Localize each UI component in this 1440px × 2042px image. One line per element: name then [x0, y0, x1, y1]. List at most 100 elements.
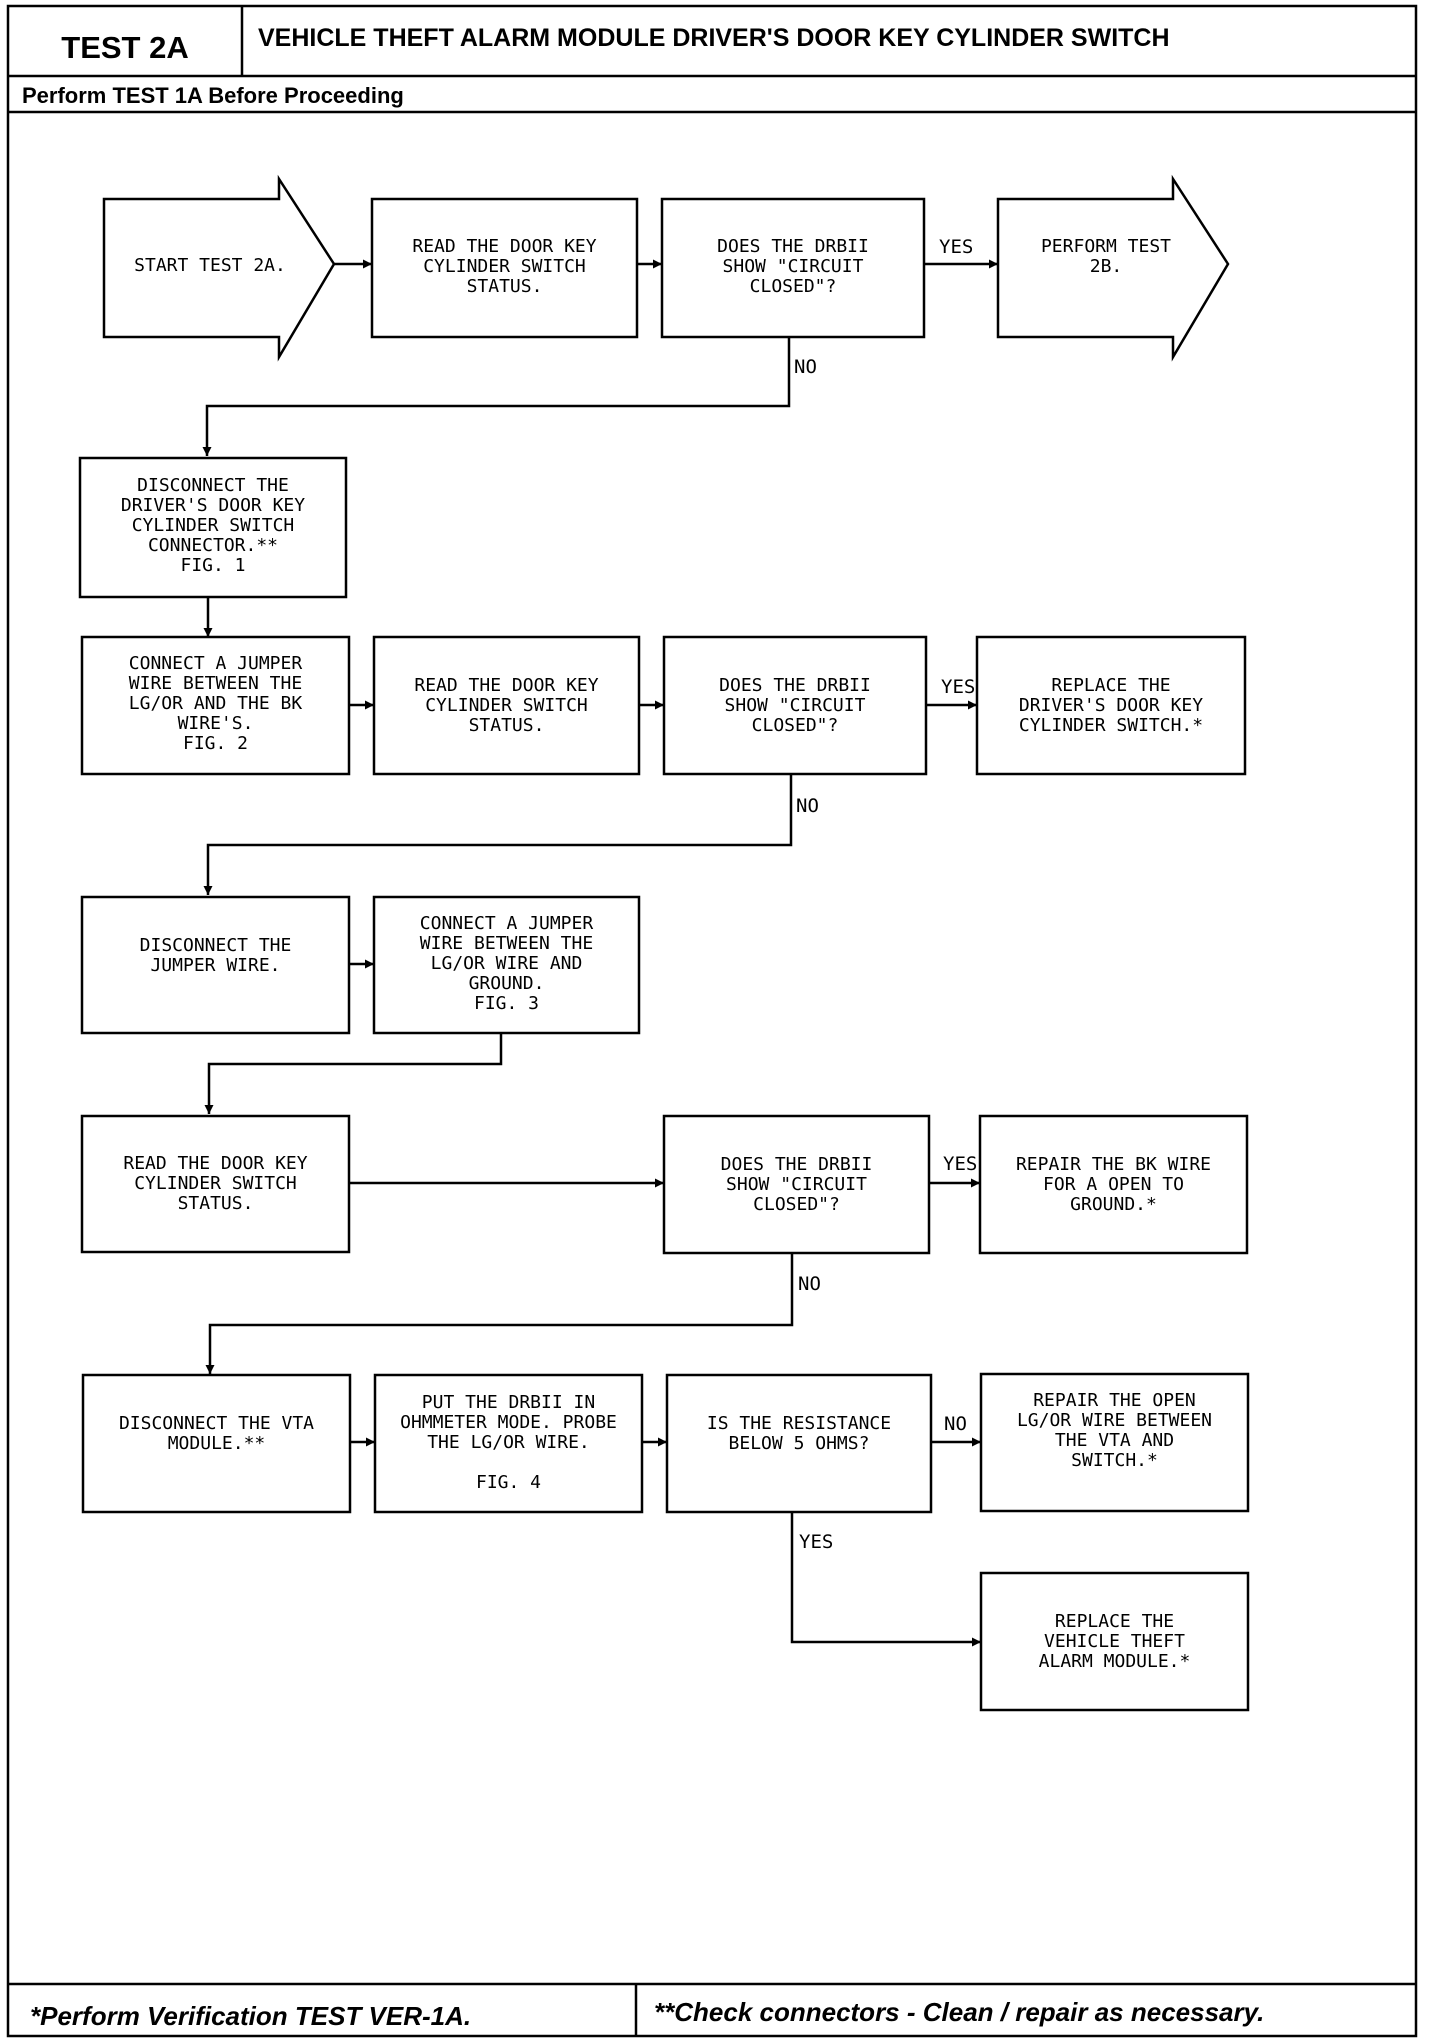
decision-box-1-text: DOES THE DRBII SHOW "CIRCUIT CLOSED"?: [717, 236, 869, 297]
ohmmeter-box-text: PUT THE DRBII IN OHMMETER MODE. PROBE TH…: [400, 1392, 617, 1493]
svg-text:MODULE.**: MODULE.**: [168, 1433, 266, 1454]
decision-box-3-text: DOES THE DRBII SHOW "CIRCUIT CLOSED"?: [721, 1154, 873, 1215]
svg-text:IS THE RESISTANCE: IS THE RESISTANCE: [707, 1413, 891, 1434]
no-label-2: NO: [796, 795, 819, 817]
read-status-box-3: [80, 1114, 351, 1254]
jumper-lg-bk-box-text: CONNECT A JUMPER WIRE BETWEEN THE LG/OR …: [129, 653, 303, 754]
decision-box-2: [662, 635, 928, 776]
svg-text:DISCONNECT THE: DISCONNECT THE: [137, 475, 289, 496]
svg-text:CLOSED"?: CLOSED"?: [750, 276, 837, 297]
svg-text:CYLINDER SWITCH: CYLINDER SWITCH: [423, 256, 586, 277]
svg-text:FOR A OPEN TO: FOR A OPEN TO: [1043, 1174, 1184, 1195]
ohmmeter-box: [373, 1373, 644, 1514]
read-status-box-1-text: READ THE DOOR KEY CYLINDER SWITCH STATUS…: [412, 236, 596, 297]
svg-text:CONNECT A JUMPER: CONNECT A JUMPER: [129, 653, 303, 674]
svg-text:SHOW "CIRCUIT: SHOW "CIRCUIT: [725, 695, 866, 716]
svg-text:CLOSED"?: CLOSED"?: [753, 1194, 840, 1215]
read-status-box-3-text: READ THE DOOR KEY CYLINDER SWITCH STATUS…: [123, 1153, 307, 1214]
replace-switch-box-text: REPLACE THE DRIVER'S DOOR KEY CYLINDER S…: [1019, 675, 1203, 736]
decision-box-3: [662, 1114, 931, 1255]
svg-text:READ THE DOOR KEY: READ THE DOOR KEY: [412, 236, 596, 257]
svg-text:2B.: 2B.: [1090, 256, 1123, 277]
svg-text:CYLINDER SWITCH.*: CYLINDER SWITCH.*: [1019, 715, 1203, 736]
svg-text:DOES THE DRBII: DOES THE DRBII: [719, 675, 871, 696]
start-node: [102, 174, 336, 362]
svg-text:DOES THE DRBII: DOES THE DRBII: [721, 1154, 873, 1175]
read-status-box-2: [372, 635, 641, 776]
disconnect-jumper-box-text: DISCONNECT THE JUMPER WIRE.: [140, 935, 292, 976]
svg-text:FIG. 3: FIG. 3: [474, 993, 539, 1014]
replace-vta-box-text: REPLACE THE VEHICLE THEFT ALARM MODULE.*: [1039, 1611, 1191, 1672]
svg-text:WIRE'S.: WIRE'S.: [178, 713, 254, 734]
svg-text:DOES THE DRBII: DOES THE DRBII: [717, 236, 869, 257]
yes-label-3: YES: [943, 1153, 977, 1175]
read-status-box-2-text: READ THE DOOR KEY CYLINDER SWITCH STATUS…: [414, 675, 598, 736]
svg-text:GROUND.*: GROUND.*: [1070, 1194, 1157, 1215]
svg-text:CYLINDER SWITCH: CYLINDER SWITCH: [425, 695, 588, 716]
svg-text:FIG. 1: FIG. 1: [180, 555, 245, 576]
svg-text:WIRE BETWEEN THE: WIRE BETWEEN THE: [129, 673, 302, 694]
svg-text:SHOW "CIRCUIT: SHOW "CIRCUIT: [726, 1174, 867, 1195]
footer-verification-note: *Perform Verification TEST VER-1A.: [30, 2001, 471, 2031]
no-label-3: NO: [798, 1273, 821, 1295]
decision-box-1: [660, 197, 926, 339]
svg-text:READ THE DOOR KEY: READ THE DOOR KEY: [414, 675, 598, 696]
svg-text:CYLINDER SWITCH: CYLINDER SWITCH: [132, 515, 295, 536]
yes-label-4: YES: [799, 1531, 833, 1553]
svg-text:CYLINDER SWITCH: CYLINDER SWITCH: [134, 1173, 297, 1194]
replace-vta-box: [979, 1571, 1250, 1712]
no-label-4: NO: [944, 1413, 967, 1435]
arrow-ground-to-read3: [204, 1033, 503, 1114]
svg-text:VEHICLE THEFT: VEHICLE THEFT: [1044, 1631, 1185, 1652]
perform-2b-node-text: PERFORM TEST 2B.: [1041, 236, 1171, 277]
yes-label-2: YES: [941, 676, 975, 698]
jumper-ground-box-text: CONNECT A JUMPER WIRE BETWEEN THE LG/OR …: [420, 913, 594, 1014]
page-frame: [6, 4, 1418, 2038]
svg-text:PERFORM TEST: PERFORM TEST: [1041, 236, 1171, 257]
svg-text:STATUS.: STATUS.: [178, 1193, 254, 1214]
svg-text:WIRE BETWEEN THE: WIRE BETWEEN THE: [420, 933, 593, 954]
svg-text:THE LG/OR WIRE.: THE LG/OR WIRE.: [427, 1432, 590, 1453]
svg-text:REPAIR THE BK WIRE: REPAIR THE BK WIRE: [1016, 1154, 1211, 1175]
disconnect-jumper-box: [80, 895, 351, 1035]
prerequisite-note: Perform TEST 1A Before Proceeding: [22, 83, 404, 108]
disconnect-switch-box: [78, 456, 348, 599]
decision-box-4: [665, 1373, 933, 1514]
svg-text:DRIVER'S DOOR KEY: DRIVER'S DOOR KEY: [1019, 695, 1203, 716]
repair-open-box: [979, 1372, 1250, 1513]
connectors: [202, 259, 998, 1647]
svg-text:FIG. 2: FIG. 2: [183, 733, 248, 754]
svg-text:LG/OR WIRE AND: LG/OR WIRE AND: [431, 953, 583, 974]
svg-text:PUT THE DRBII IN: PUT THE DRBII IN: [422, 1392, 595, 1413]
replace-switch-box: [975, 635, 1247, 776]
svg-text:DISCONNECT THE: DISCONNECT THE: [140, 935, 292, 956]
svg-text:FIG. 4: FIG. 4: [476, 1472, 541, 1493]
start-node-text: START TEST 2A.: [134, 255, 286, 276]
svg-text:DRIVER'S DOOR KEY: DRIVER'S DOOR KEY: [121, 495, 305, 516]
svg-text:THE VTA AND: THE VTA AND: [1055, 1430, 1174, 1451]
svg-text:JUMPER WIRE.: JUMPER WIRE.: [150, 955, 280, 976]
arrow-decision1-no: [202, 333, 791, 456]
decision-box-4-text: IS THE RESISTANCE BELOW 5 OHMS?: [707, 1413, 891, 1454]
jumper-lg-bk-box: [80, 635, 351, 776]
arrow-decision2-no: [203, 774, 793, 895]
decision-box-2-text: DOES THE DRBII SHOW "CIRCUIT CLOSED"?: [719, 675, 871, 736]
yes-label-1: YES: [939, 236, 973, 258]
svg-text:READ THE DOOR KEY: READ THE DOOR KEY: [123, 1153, 307, 1174]
svg-text:BELOW 5 OHMS?: BELOW 5 OHMS?: [729, 1433, 870, 1454]
svg-text:STATUS.: STATUS.: [469, 715, 545, 736]
svg-text:CONNECTOR.**: CONNECTOR.**: [148, 535, 278, 556]
perform-2b-node: [996, 174, 1230, 362]
jumper-ground-box: [372, 895, 641, 1035]
footer-connectors-note: **Check connectors - Clean / repair as n…: [654, 1997, 1264, 2027]
arrow-decision4-yes: [790, 1512, 981, 1647]
svg-text:GROUND.: GROUND.: [469, 973, 545, 994]
svg-text:SWITCH.*: SWITCH.*: [1071, 1450, 1158, 1471]
svg-text:REPAIR THE OPEN: REPAIR THE OPEN: [1033, 1390, 1196, 1411]
svg-text:OHMMETER MODE. PROBE: OHMMETER MODE. PROBE: [400, 1412, 617, 1433]
read-status-box-1: [370, 197, 639, 339]
svg-text:SHOW "CIRCUIT: SHOW "CIRCUIT: [723, 256, 864, 277]
svg-text:CLOSED"?: CLOSED"?: [752, 715, 839, 736]
svg-text:STATUS.: STATUS.: [467, 276, 543, 297]
